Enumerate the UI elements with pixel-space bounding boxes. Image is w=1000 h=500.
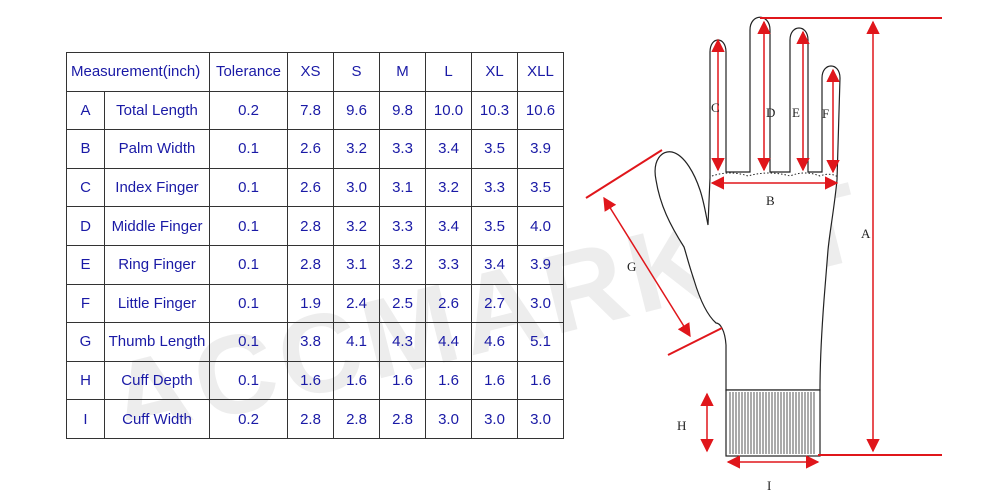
size-value: 2.6 xyxy=(287,129,334,169)
row-name: Ring Finger xyxy=(104,244,210,285)
row-tolerance: 0.2 xyxy=(209,399,288,439)
size-value: 1.6 xyxy=(471,360,518,401)
size-value: 3.3 xyxy=(425,244,472,285)
label-a: A xyxy=(861,226,871,241)
size-value: 4.0 xyxy=(517,206,564,246)
row-code: B xyxy=(66,129,105,169)
glove-outline xyxy=(654,16,841,391)
label-d: D xyxy=(766,105,775,120)
label-b: B xyxy=(766,193,775,208)
size-value: 9.8 xyxy=(379,90,426,131)
size-value: 3.4 xyxy=(471,244,518,285)
label-f: F xyxy=(822,106,829,121)
size-value: 3.2 xyxy=(333,206,380,246)
label-e: E xyxy=(792,105,800,120)
header-size: XL xyxy=(471,52,518,92)
g-arrow xyxy=(603,196,691,338)
size-value: 2.4 xyxy=(333,283,380,324)
size-value: 1.9 xyxy=(287,283,334,324)
row-tolerance: 0.1 xyxy=(209,283,288,324)
size-value: 1.6 xyxy=(333,360,380,401)
size-value: 2.8 xyxy=(333,399,380,439)
size-value: 3.3 xyxy=(379,129,426,169)
label-i: I xyxy=(767,478,771,493)
label-c: C xyxy=(711,100,720,115)
row-code: D xyxy=(66,206,105,246)
size-value: 3.0 xyxy=(517,283,564,324)
row-name: Total Length xyxy=(104,90,210,131)
label-h: H xyxy=(677,418,686,433)
size-value: 2.6 xyxy=(425,283,472,324)
size-value: 3.2 xyxy=(379,244,426,285)
size-value: 10.3 xyxy=(471,90,518,131)
size-value: 3.0 xyxy=(471,399,518,439)
size-value: 3.2 xyxy=(333,129,380,169)
row-tolerance: 0.1 xyxy=(209,129,288,169)
size-value: 3.4 xyxy=(425,206,472,246)
row-code: C xyxy=(66,167,105,208)
glove-cuff xyxy=(725,389,821,457)
size-value: 3.3 xyxy=(471,167,518,208)
row-name: Little Finger xyxy=(104,283,210,324)
row-tolerance: 0.1 xyxy=(209,206,288,246)
size-value: 3.4 xyxy=(425,129,472,169)
row-tolerance: 0.1 xyxy=(209,360,288,401)
size-value: 3.0 xyxy=(333,167,380,208)
label-g: G xyxy=(627,259,636,274)
row-name: Middle Finger xyxy=(104,206,210,246)
size-value: 4.1 xyxy=(333,322,380,362)
size-value: 4.3 xyxy=(379,322,426,362)
row-name: Palm Width xyxy=(104,129,210,169)
size-value: 3.0 xyxy=(517,399,564,439)
size-value: 3.2 xyxy=(425,167,472,208)
size-value: 3.9 xyxy=(517,129,564,169)
size-value: 2.5 xyxy=(379,283,426,324)
g-top-extension xyxy=(585,149,663,199)
row-name: Index Finger xyxy=(104,167,210,208)
cuff-ribbing xyxy=(729,392,815,454)
row-tolerance: 0.1 xyxy=(209,244,288,285)
row-code: A xyxy=(66,90,105,131)
header-size: XS xyxy=(287,52,334,92)
size-value: 3.5 xyxy=(517,167,564,208)
header-size: XLL xyxy=(517,52,564,92)
palm-knuckle-line xyxy=(711,172,839,178)
size-value: 3.5 xyxy=(471,206,518,246)
size-value: 4.4 xyxy=(425,322,472,362)
size-value: 5.1 xyxy=(517,322,564,362)
size-value: 3.1 xyxy=(379,167,426,208)
size-value: 1.6 xyxy=(287,360,334,401)
size-value: 3.3 xyxy=(379,206,426,246)
g-bottom-extension xyxy=(667,327,723,356)
row-tolerance: 0.2 xyxy=(209,90,288,131)
size-value: 10.6 xyxy=(517,90,564,131)
header-tolerance: Tolerance xyxy=(209,52,288,92)
size-value: 7.8 xyxy=(287,90,334,131)
size-value: 1.6 xyxy=(379,360,426,401)
size-value: 2.8 xyxy=(379,399,426,439)
row-tolerance: 0.1 xyxy=(209,167,288,208)
row-name: Cuff Width xyxy=(104,399,210,439)
row-code: I xyxy=(66,399,105,439)
size-value: 4.6 xyxy=(471,322,518,362)
size-value: 2.8 xyxy=(287,244,334,285)
header-measurement: Measurement(inch) xyxy=(66,52,210,92)
size-value: 3.9 xyxy=(517,244,564,285)
size-value: 9.6 xyxy=(333,90,380,131)
